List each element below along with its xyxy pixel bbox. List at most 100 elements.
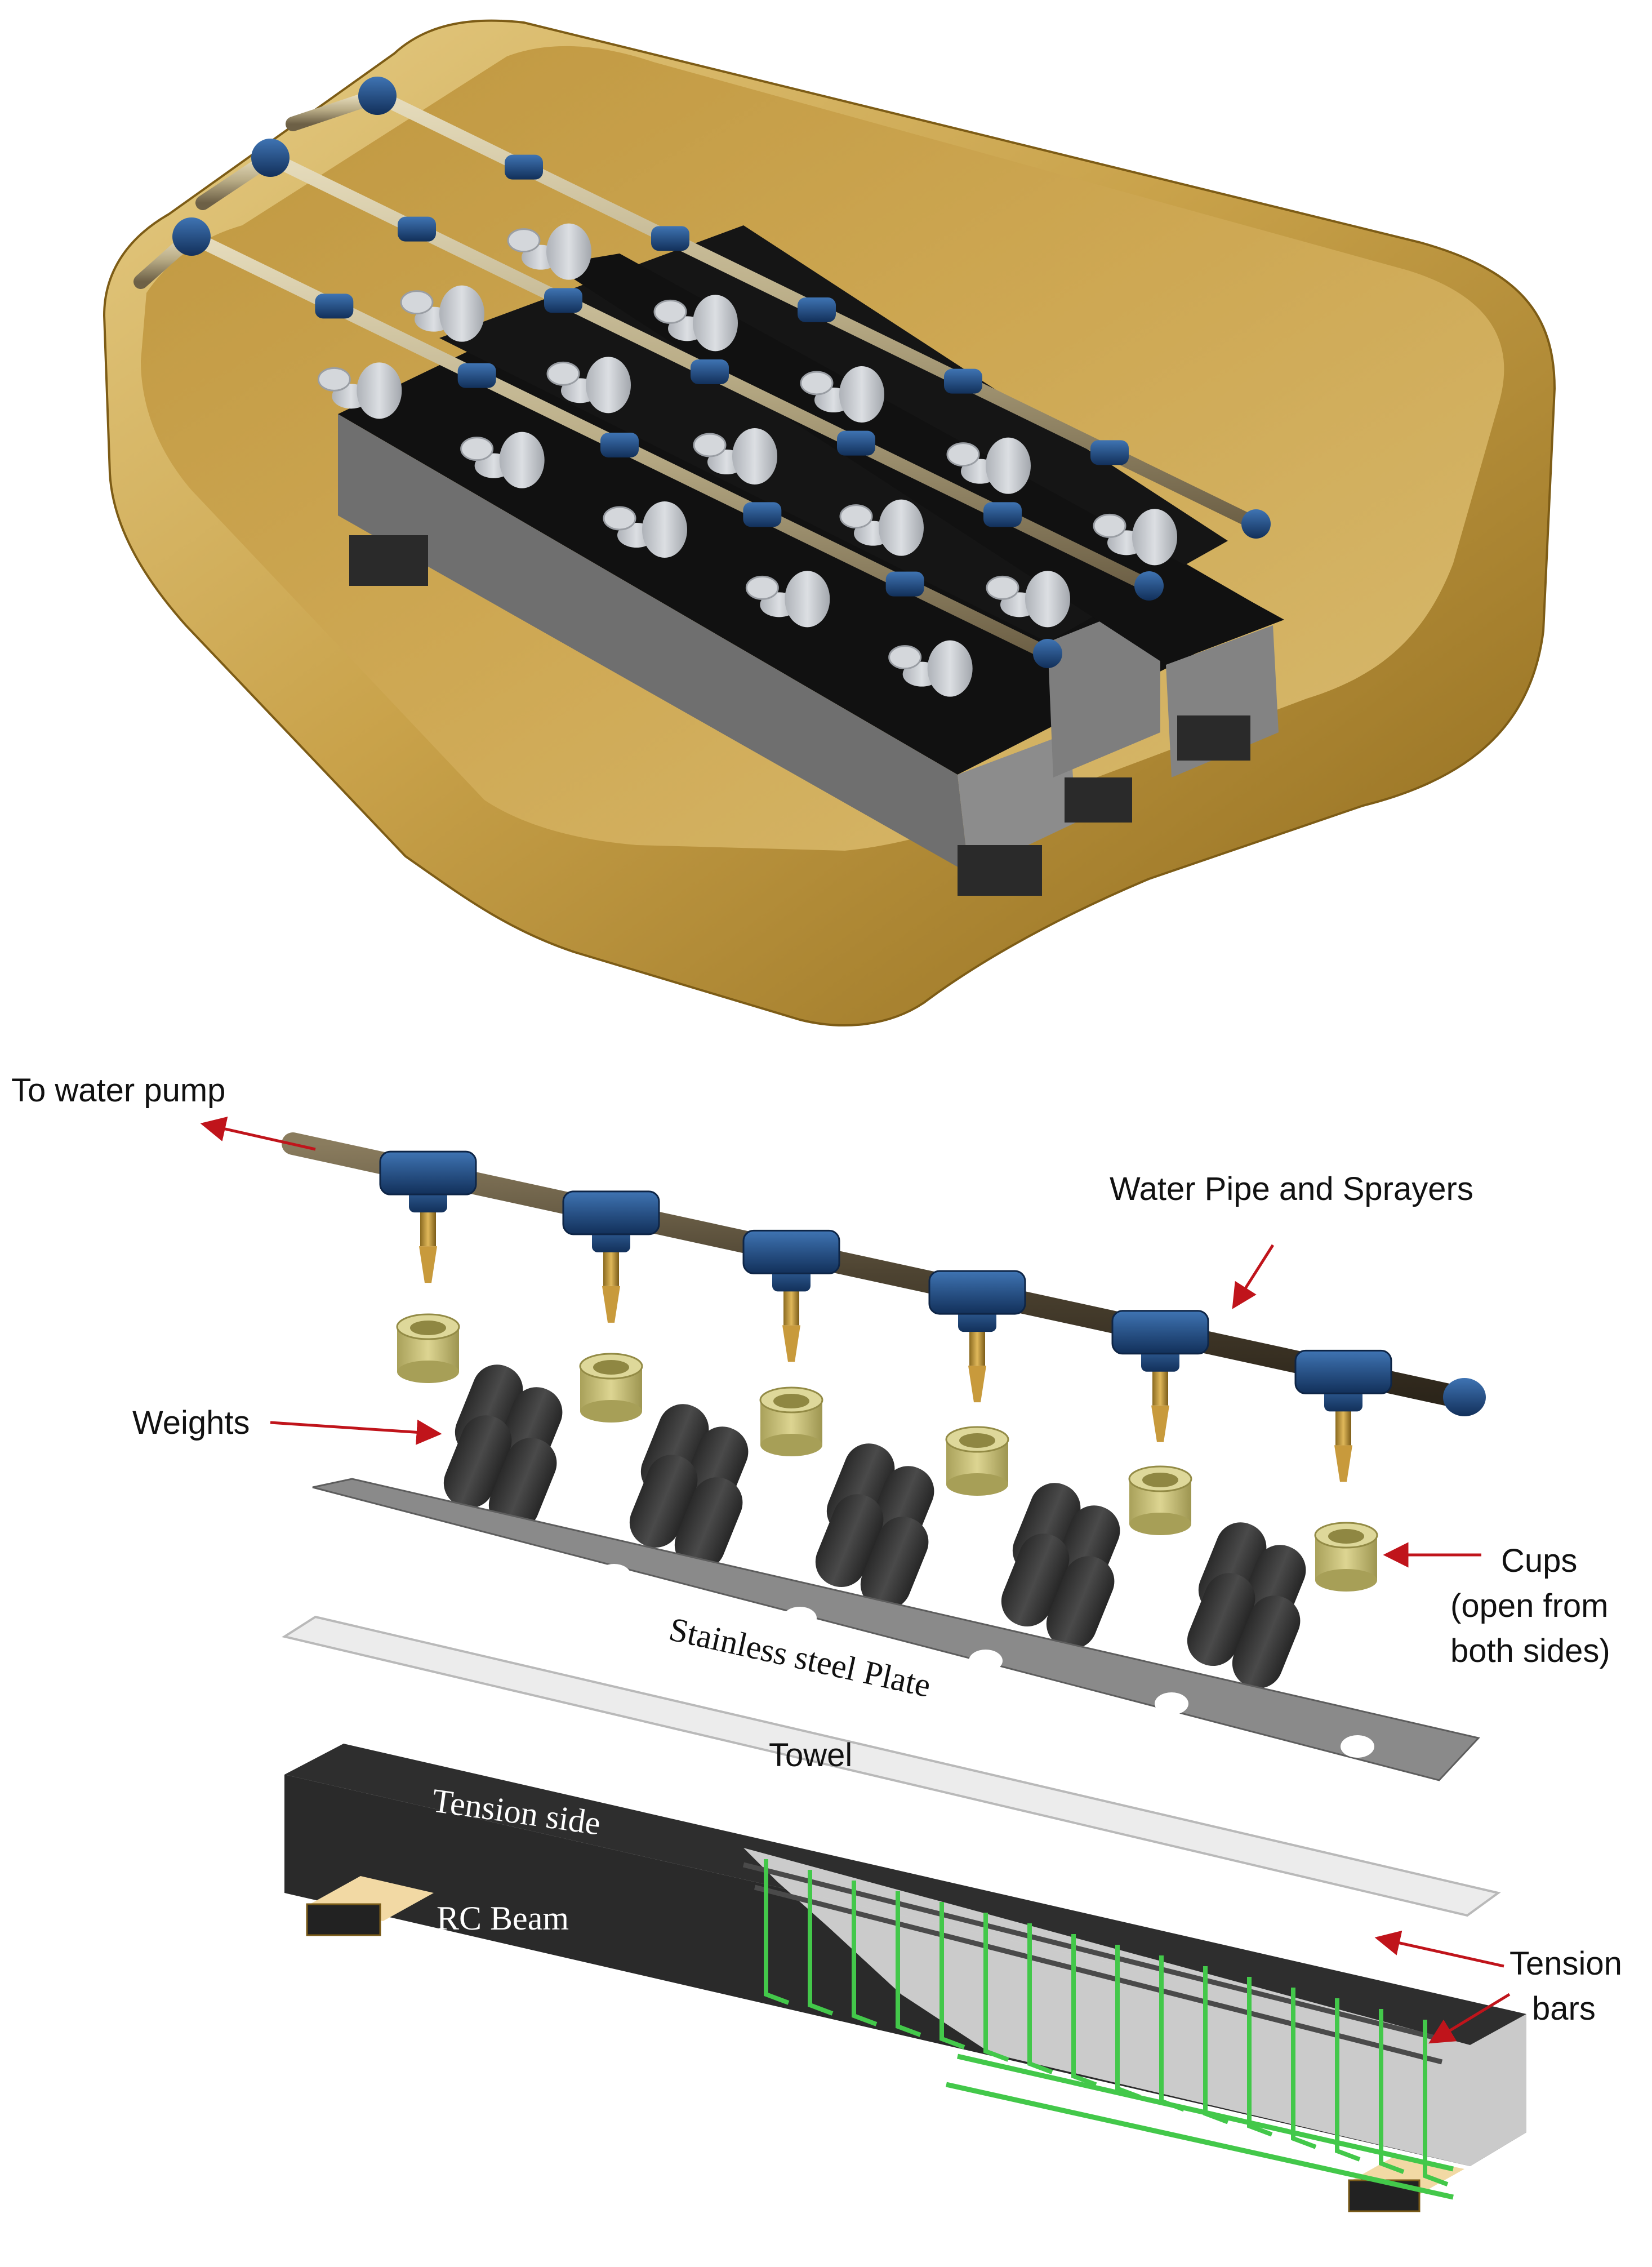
tray-tee-fitting [315,294,354,319]
weight-cylinder [443,1415,512,1509]
sprayer-nozzle [782,1325,800,1362]
tray-sprayer-unit [544,288,631,414]
rebar-cage [742,1859,1454,2200]
tray-sprayer-unit [457,363,545,488]
tray-end-cap [1134,571,1164,601]
tray-sprayer-unit [651,226,738,352]
cylindrical-weight-icon [1187,1522,1306,1689]
tray-cup-icon [888,645,922,670]
stirrup [1115,1945,1141,2100]
stirrup [1423,2020,1449,2186]
plate-holes [411,1521,1374,1758]
stirrup [1071,1934,1097,2087]
sprayer-icon [742,1229,840,1362]
cup-hole [593,1360,629,1375]
tray-cup-icon [986,575,1019,600]
cup-icon [945,1426,1009,1496]
tray-weight-icon [499,432,545,488]
plate-hole [597,1564,631,1586]
tray-sprayer-unit [600,433,687,558]
tray-elbow-fitting [358,77,397,115]
sprayer-icon [1294,1349,1392,1482]
plate-hole [969,1650,1003,1672]
tray-weight-icon [693,295,738,352]
sprayer-icon [928,1270,1026,1403]
tray-sprayer-unit [398,216,484,342]
stainless-steel-plate [312,1478,1480,1781]
tray-sprayer-unit [505,154,591,280]
cup-hole [1142,1473,1178,1487]
stirrup [896,1891,921,2037]
arrow-tension-1 [1374,1930,1504,1968]
tee-fitting [1294,1349,1392,1394]
tray-elbow-fitting [172,217,211,256]
tray-sprayer-unit [691,359,777,484]
label-water-pipe-and-sprayers: Water Pipe and Sprayers [1110,1171,1473,1207]
weight-cylinder [1187,1573,1255,1666]
tray-tee-fitting [983,502,1022,527]
stirrup [808,1870,834,2016]
label-rc-beam: RC Beam [437,1900,569,1937]
tray-tee-fitting [505,154,543,180]
cup-hole [773,1394,809,1408]
weight-cylinder [674,1477,743,1571]
tee-fitting [742,1229,840,1274]
sprayers [379,1150,1392,1482]
weight-cylinder [1001,1533,1070,1627]
tray-tee-fitting [691,359,729,384]
stirrup [983,1913,1009,2062]
tray-tee-fitting [398,216,436,242]
tray-tee-fitting [743,502,782,527]
tray-sprayer-unit [885,571,973,697]
stirrup [1247,1977,1273,2137]
tray-cup-icon [839,504,873,529]
beam-cutaway [743,1848,1526,2166]
tray-weight-icon [732,428,777,484]
arrow-tension-2 [1428,1993,1511,2044]
tray-weight-icon [1132,509,1177,566]
stirrup [1159,1955,1185,2112]
cup-icon [579,1353,643,1423]
sprayer-nozzle [968,1366,986,1403]
label-cups-line2: (open from [1450,1588,1608,1624]
weight-cylinder [1232,1595,1301,1689]
tray-sprayer-unit [944,368,1031,494]
cup-hole [959,1433,995,1448]
bottom-bar [946,2082,1454,2200]
sprayer-nozzle [1334,1445,1352,1482]
tee-fitting [562,1190,660,1235]
tray-weight-icon [986,437,1031,494]
plate-hole [1155,1692,1188,1715]
towel [281,1615,1501,1917]
tray-sprayer-unit [837,430,924,556]
annotation-arrows [200,1116,1511,2044]
sprayer-icon [1111,1310,1209,1442]
cup-bottom [760,1434,822,1456]
tray-weight-icon [439,285,484,342]
cup-hole [410,1321,446,1335]
cup-hole [1328,1529,1364,1544]
tray-cup-icon [800,371,834,395]
tray-tee-fitting [798,297,836,322]
cup-icon [1314,1522,1378,1592]
cylindrical-weight-icon [1001,1483,1120,1650]
cylindrical-weight-icon [815,1443,934,1610]
weight-cylinder [488,1438,557,1531]
sprayer-icon [562,1190,660,1323]
tray-tee-fitting [600,433,639,457]
cup-bottom [580,1400,642,1423]
tension-bar-1 [742,1862,1443,2042]
label-to-water-pump: To water pump [11,1072,225,1109]
tray-tee-fitting [885,571,924,597]
tray-weight-icon [927,640,973,697]
tray-tee-fitting [544,288,582,313]
weight-cylinder [860,1517,929,1610]
tray-tee-fitting [1090,440,1129,465]
tray-assembly [103,19,1556,1026]
tray-weight-icon [1025,571,1070,628]
sprayer-icon [379,1150,477,1283]
tray-cup-icon [603,506,636,531]
tray-tee-fitting [651,226,689,251]
weights-group [443,1364,1306,1689]
